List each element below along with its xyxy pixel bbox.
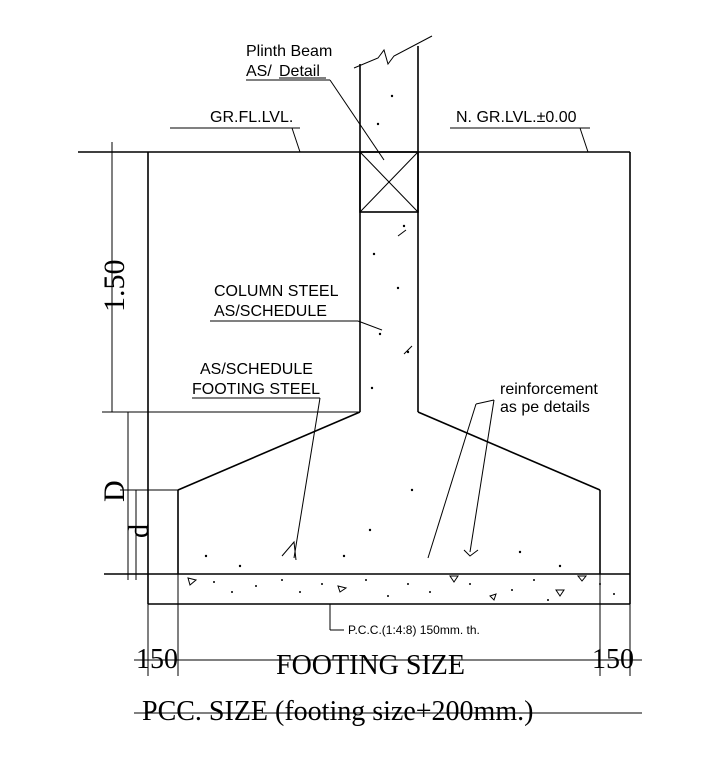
concrete-hatch-footing — [204, 488, 562, 568]
column-steel-line1: COLUMN STEEL — [214, 283, 339, 300]
column — [353, 35, 433, 412]
reinforcement-label: reinforcement as pe details — [427, 381, 598, 559]
bottom-dimensions: P.C.C.(1:4:8) 150mm. th. 150 150 FOOTING… — [134, 574, 642, 727]
gr-fl-lvl-text: GR.FL.LVL. — [210, 109, 293, 126]
pcc-size-label: PCC. SIZE (footing size+200mm.) — [142, 696, 533, 727]
plinth-beam-label-line2-link: Detail — [279, 63, 320, 80]
footing-steel-line2: FOOTING STEEL — [192, 381, 320, 398]
reinforcement-line2: as pe details — [500, 399, 590, 416]
footing-steel-line1: AS/SCHEDULE — [200, 361, 313, 378]
footing-steel-label: AS/SCHEDULE FOOTING STEEL — [192, 361, 321, 561]
footing-outline — [177, 411, 601, 574]
d-dimension: d — [120, 489, 178, 580]
depth-dimension: 1.50 — [98, 142, 360, 413]
concrete-hatch-column — [370, 94, 413, 390]
n-gr-lvl-text: N. GR.LVL.±0.00 — [456, 109, 577, 126]
plinth-beam-label: Plinth Beam AS/ Detail — [246, 43, 385, 161]
plinth-beam-label-line2-prefix: AS/ — [246, 63, 272, 80]
d-label: d — [124, 524, 155, 538]
right-offset: 150 — [592, 644, 634, 675]
column-steel-line2: AS/SCHEDULE — [214, 303, 327, 320]
D-dimension: D — [98, 412, 131, 580]
plinth-beam — [359, 151, 419, 213]
plinth-beam-label-line1: Plinth Beam — [246, 43, 332, 60]
left-offset: 150 — [136, 644, 178, 675]
gr-fl-lvl-label: GR.FL.LVL. — [170, 109, 301, 153]
pcc-note: P.C.C.(1:4:8) 150mm. th. — [348, 623, 480, 637]
reinforcement-line1: reinforcement — [500, 381, 598, 398]
column-steel-label: COLUMN STEEL AS/SCHEDULE — [210, 283, 383, 331]
footing-size-label: FOOTING SIZE — [276, 650, 465, 681]
depth-value: 1.50 — [98, 260, 131, 313]
pcc-hatch — [187, 575, 615, 601]
n-gr-lvl-label: N. GR.LVL.±0.00 — [450, 109, 590, 153]
D-label: D — [98, 480, 131, 502]
